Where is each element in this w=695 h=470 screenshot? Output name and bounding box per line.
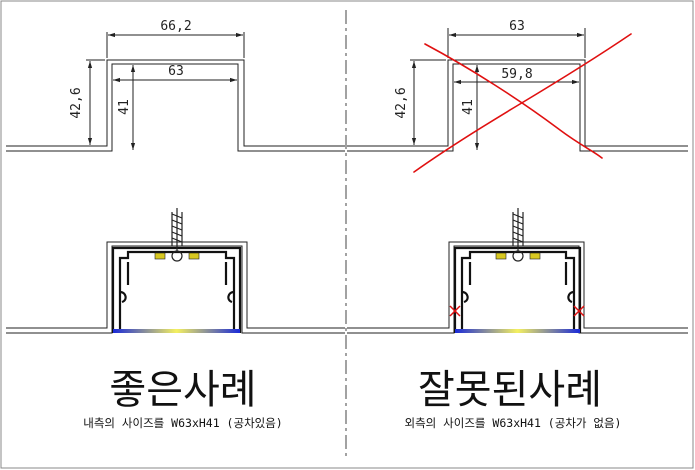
interference-x-marks: [449, 305, 585, 317]
good-cut-section: [6, 32, 345, 152]
wrong-x-mark: [413, 33, 632, 173]
dim-inner-width-label: 59,8: [501, 67, 532, 82]
dim-inner-height-label: 41: [117, 99, 132, 115]
dim-outer-width-label: 63: [509, 19, 525, 34]
good-fit-ceiling-outer: [6, 241, 345, 329]
bad-screw: [512, 208, 524, 262]
bad-led-right: [529, 252, 541, 260]
dim-inner-height-label: 41: [461, 99, 476, 115]
bad-fit-section: [347, 208, 688, 334]
good-screw: [171, 208, 183, 262]
good-ceiling-inner: [6, 63, 345, 152]
bad-fit-ceiling-outer: [347, 241, 688, 329]
good-example-title: 좋은사례: [109, 367, 257, 413]
good-led-right: [188, 252, 200, 260]
good-fit-ceiling-inner: [6, 245, 345, 334]
bad-cut-section: [347, 28, 688, 152]
dim-outer-width-label: 66,2: [160, 19, 191, 34]
bad-fit-ceiling-inner: [347, 245, 688, 334]
bad-led-left: [495, 252, 507, 260]
good-led-left: [154, 252, 166, 260]
good-diffuser: [113, 329, 240, 333]
dim-outer-height-label: 42,6: [394, 87, 409, 118]
good-example-subtitle: 내측의 사이즈를 W63xH41 (공차있음): [83, 416, 283, 430]
bad-diffuser: [455, 329, 580, 333]
bad-example-title: 잘못된사례: [418, 367, 602, 413]
bad-ceiling-inner: [347, 63, 688, 152]
dim-outer-height-label: 42,6: [69, 87, 84, 118]
dim-inner-width-label: 63: [168, 64, 184, 79]
bad-example-subtitle: 외측의 사이즈를 W63xH41 (공차가 없음): [404, 416, 622, 430]
good-fit-section: [6, 208, 345, 334]
